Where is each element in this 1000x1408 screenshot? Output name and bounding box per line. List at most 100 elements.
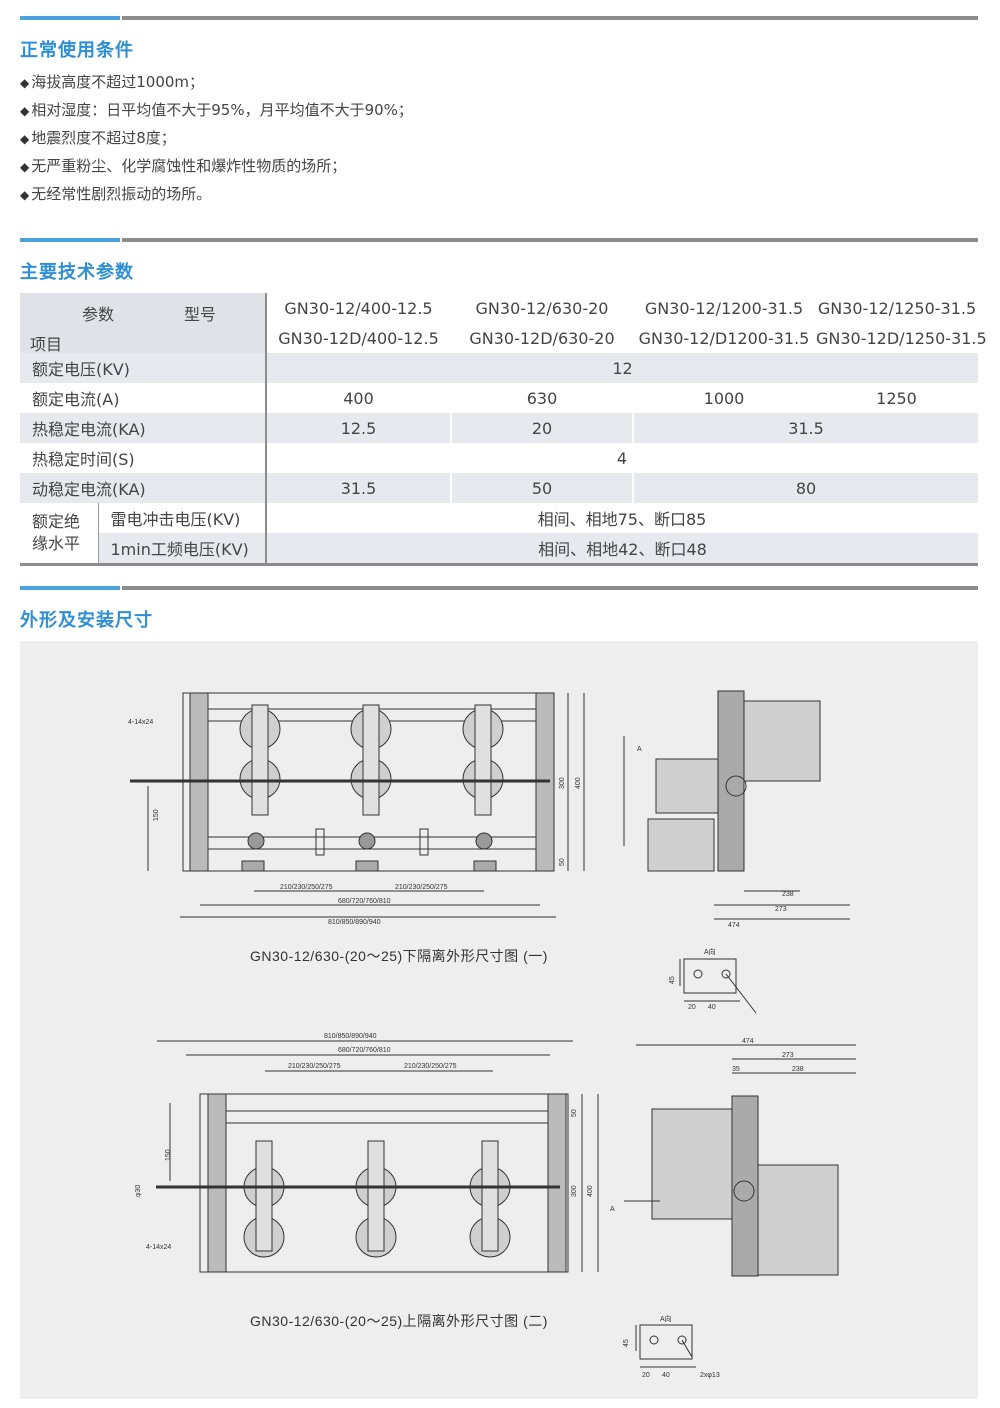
model-name: GN30-12/D1200-31.5: [633, 323, 816, 353]
dim-label: 680/720/760/810: [338, 1047, 391, 1054]
corner-item: 项目: [30, 335, 63, 354]
drawing2-a-view: [635, 1324, 696, 1368]
drawing1-front-view: [130, 692, 585, 918]
row-sublabel: 1min工频电压(KV): [98, 533, 267, 563]
model-name: GN30-12/630-20: [451, 293, 634, 323]
drawing1-side-view: [623, 690, 850, 920]
dim-label: 474: [742, 1038, 754, 1045]
row-label: 热稳定电流(KA): [20, 413, 267, 443]
table-row: 热稳定时间(S) 4: [20, 443, 978, 473]
corner-param: 参数: [82, 305, 115, 324]
cell-value: 相间、相地42、断口48: [266, 533, 978, 563]
table-header-row: GN30-12D/400-12.5 GN30-12D/630-20 GN30-1…: [20, 323, 987, 353]
cell-value: 80: [633, 473, 978, 503]
cell-value: 相间、相地75、断口85: [537, 510, 707, 529]
pole-group: [350, 704, 392, 872]
row-sublabel: 雷电冲击电压(KV): [110, 510, 241, 529]
table-bottom-rule: [20, 563, 978, 566]
row-label: 额定电流(A): [32, 390, 120, 409]
list-item: ◆地震烈度不超过8度；: [20, 129, 176, 147]
dim-label: 4-14x24: [146, 1244, 171, 1251]
drawing1-a-view: [679, 958, 757, 1014]
cell-value: 12: [266, 353, 978, 383]
cell-value: 1000: [703, 388, 745, 408]
pole-group: [243, 1140, 285, 1258]
section-dims: 外形及安装尺寸: [20, 586, 978, 631]
dim-label: 210/230/250/275: [280, 884, 333, 891]
table-row: 额定电流(A) 400 630 1000 1250: [20, 383, 978, 413]
dim-label: 150: [153, 809, 160, 821]
dim-label: 40: [662, 1372, 670, 1379]
list-item: ◆相对湿度：日平均值不大于95%，月平均值不大于90%；: [20, 101, 413, 119]
table-row: 1min工频电压(KV) 相间、相地42、断口48: [20, 533, 978, 563]
section-conditions: 正常使用条件 ◆海拔高度不超过1000m； ◆相对湿度：日平均值不大于95%，月…: [20, 16, 978, 216]
dimension-drawings: 4-14x24 150 300 400 50 210/230/250/275 2…: [20, 641, 978, 1399]
dim-label: 2xφ13: [700, 1372, 720, 1379]
drawing-svg: 4-14x24 150 300 400 50 210/230/250/275 2…: [128, 690, 856, 1379]
section-title: 正常使用条件: [20, 40, 134, 61]
model-name: GN30-12/400-12.5: [266, 293, 452, 323]
dim-label: 400: [575, 777, 582, 789]
cell-value: 31.5: [266, 473, 452, 503]
dim-label: 474: [728, 922, 740, 929]
cell-value: 12.5: [266, 413, 452, 443]
dim-label: 273: [782, 1052, 794, 1059]
dim-label: 210/230/250/275: [395, 884, 448, 891]
model-name: GN30-12/1250-31.5: [817, 298, 977, 318]
section-rule: [20, 586, 978, 590]
dim-label: 238: [782, 891, 794, 898]
cell-value: 630: [526, 388, 558, 408]
dim-label: 4-14x24: [128, 719, 153, 726]
dim-label: 810/850/890/940: [328, 919, 381, 926]
dim-label: 210/230/250/275: [404, 1063, 457, 1070]
dim-label: φ30: [135, 1185, 142, 1197]
spec-table: 参数 型号 项目 GN30-12/400-12.5 GN30-12/630-20…: [20, 293, 987, 563]
cell-value: 1250: [876, 388, 917, 408]
section-title: 主要技术参数: [20, 262, 134, 283]
dim-label: A向: [704, 947, 716, 956]
table-row: 动稳定电流(KA) 31.5 50 80: [20, 473, 978, 503]
dim-label: 35: [732, 1066, 740, 1073]
table-row: 额定绝缘水平 雷电冲击电压(KV) 相间、相地75、断口85: [20, 503, 978, 563]
section-rule: [20, 16, 978, 20]
list-item: ◆无严重粉尘、化学腐蚀性和爆炸性物质的场所；: [20, 157, 347, 175]
dim-label: 20: [688, 1004, 696, 1011]
dim-label: 300: [559, 777, 566, 789]
dim-label: 45: [669, 976, 676, 984]
dim-label: 40: [708, 1004, 716, 1011]
pole-group: [469, 1140, 511, 1258]
dim-label: 680/720/760/810: [338, 898, 391, 905]
model-name: GN30-12D/1250-31.5: [816, 328, 987, 348]
dim-label: 400: [587, 1185, 594, 1197]
dim-label: 300: [571, 1185, 578, 1197]
dim-label: 810/850/890/940: [324, 1033, 377, 1040]
cell-value: 31.5: [633, 413, 978, 443]
table-row: 热稳定电流(KA) 12.5 20 31.5: [20, 413, 978, 443]
conditions-list: ◆海拔高度不超过1000m； ◆相对湿度：日平均值不大于95%，月平均值不大于9…: [20, 68, 413, 208]
dim-label: 50: [559, 858, 566, 866]
pole-group: [239, 704, 281, 872]
dim-label: A: [610, 1206, 615, 1213]
row-label: 额定电压(KV): [20, 353, 267, 383]
pole-group: [462, 704, 504, 872]
table-header-row: 参数 型号 项目 GN30-12/400-12.5 GN30-12/630-20…: [20, 293, 978, 354]
drawing2-side-view: [624, 1044, 856, 1277]
list-item: ◆无经常性剧烈振动的场所。: [20, 185, 212, 203]
dim-label: 210/230/250/275: [288, 1063, 341, 1070]
cell-value: 20: [451, 413, 634, 443]
list-item: ◆海拔高度不超过1000m；: [20, 73, 205, 91]
model-name: GN30-12D/400-12.5: [266, 323, 452, 353]
row-label: 热稳定时间(S): [32, 450, 135, 469]
drawing-caption: GN30-12/630-(20～25)下隔离外形尺寸图 (一): [250, 948, 548, 964]
dim-label: 20: [642, 1372, 650, 1379]
drawing2-front-view: [156, 1040, 599, 1273]
dim-label: A: [637, 746, 642, 753]
cell-value: 400: [343, 388, 374, 408]
row-label: 动稳定电流(KA): [20, 473, 267, 503]
dim-label: 238: [792, 1066, 804, 1073]
cell-value: 4: [616, 448, 628, 468]
cell-value: 50: [451, 473, 634, 503]
table-row: 额定电压(KV) 12: [20, 353, 978, 383]
model-name: GN30-12/1200-31.5: [633, 293, 816, 323]
dim-label: A向: [660, 1314, 672, 1323]
